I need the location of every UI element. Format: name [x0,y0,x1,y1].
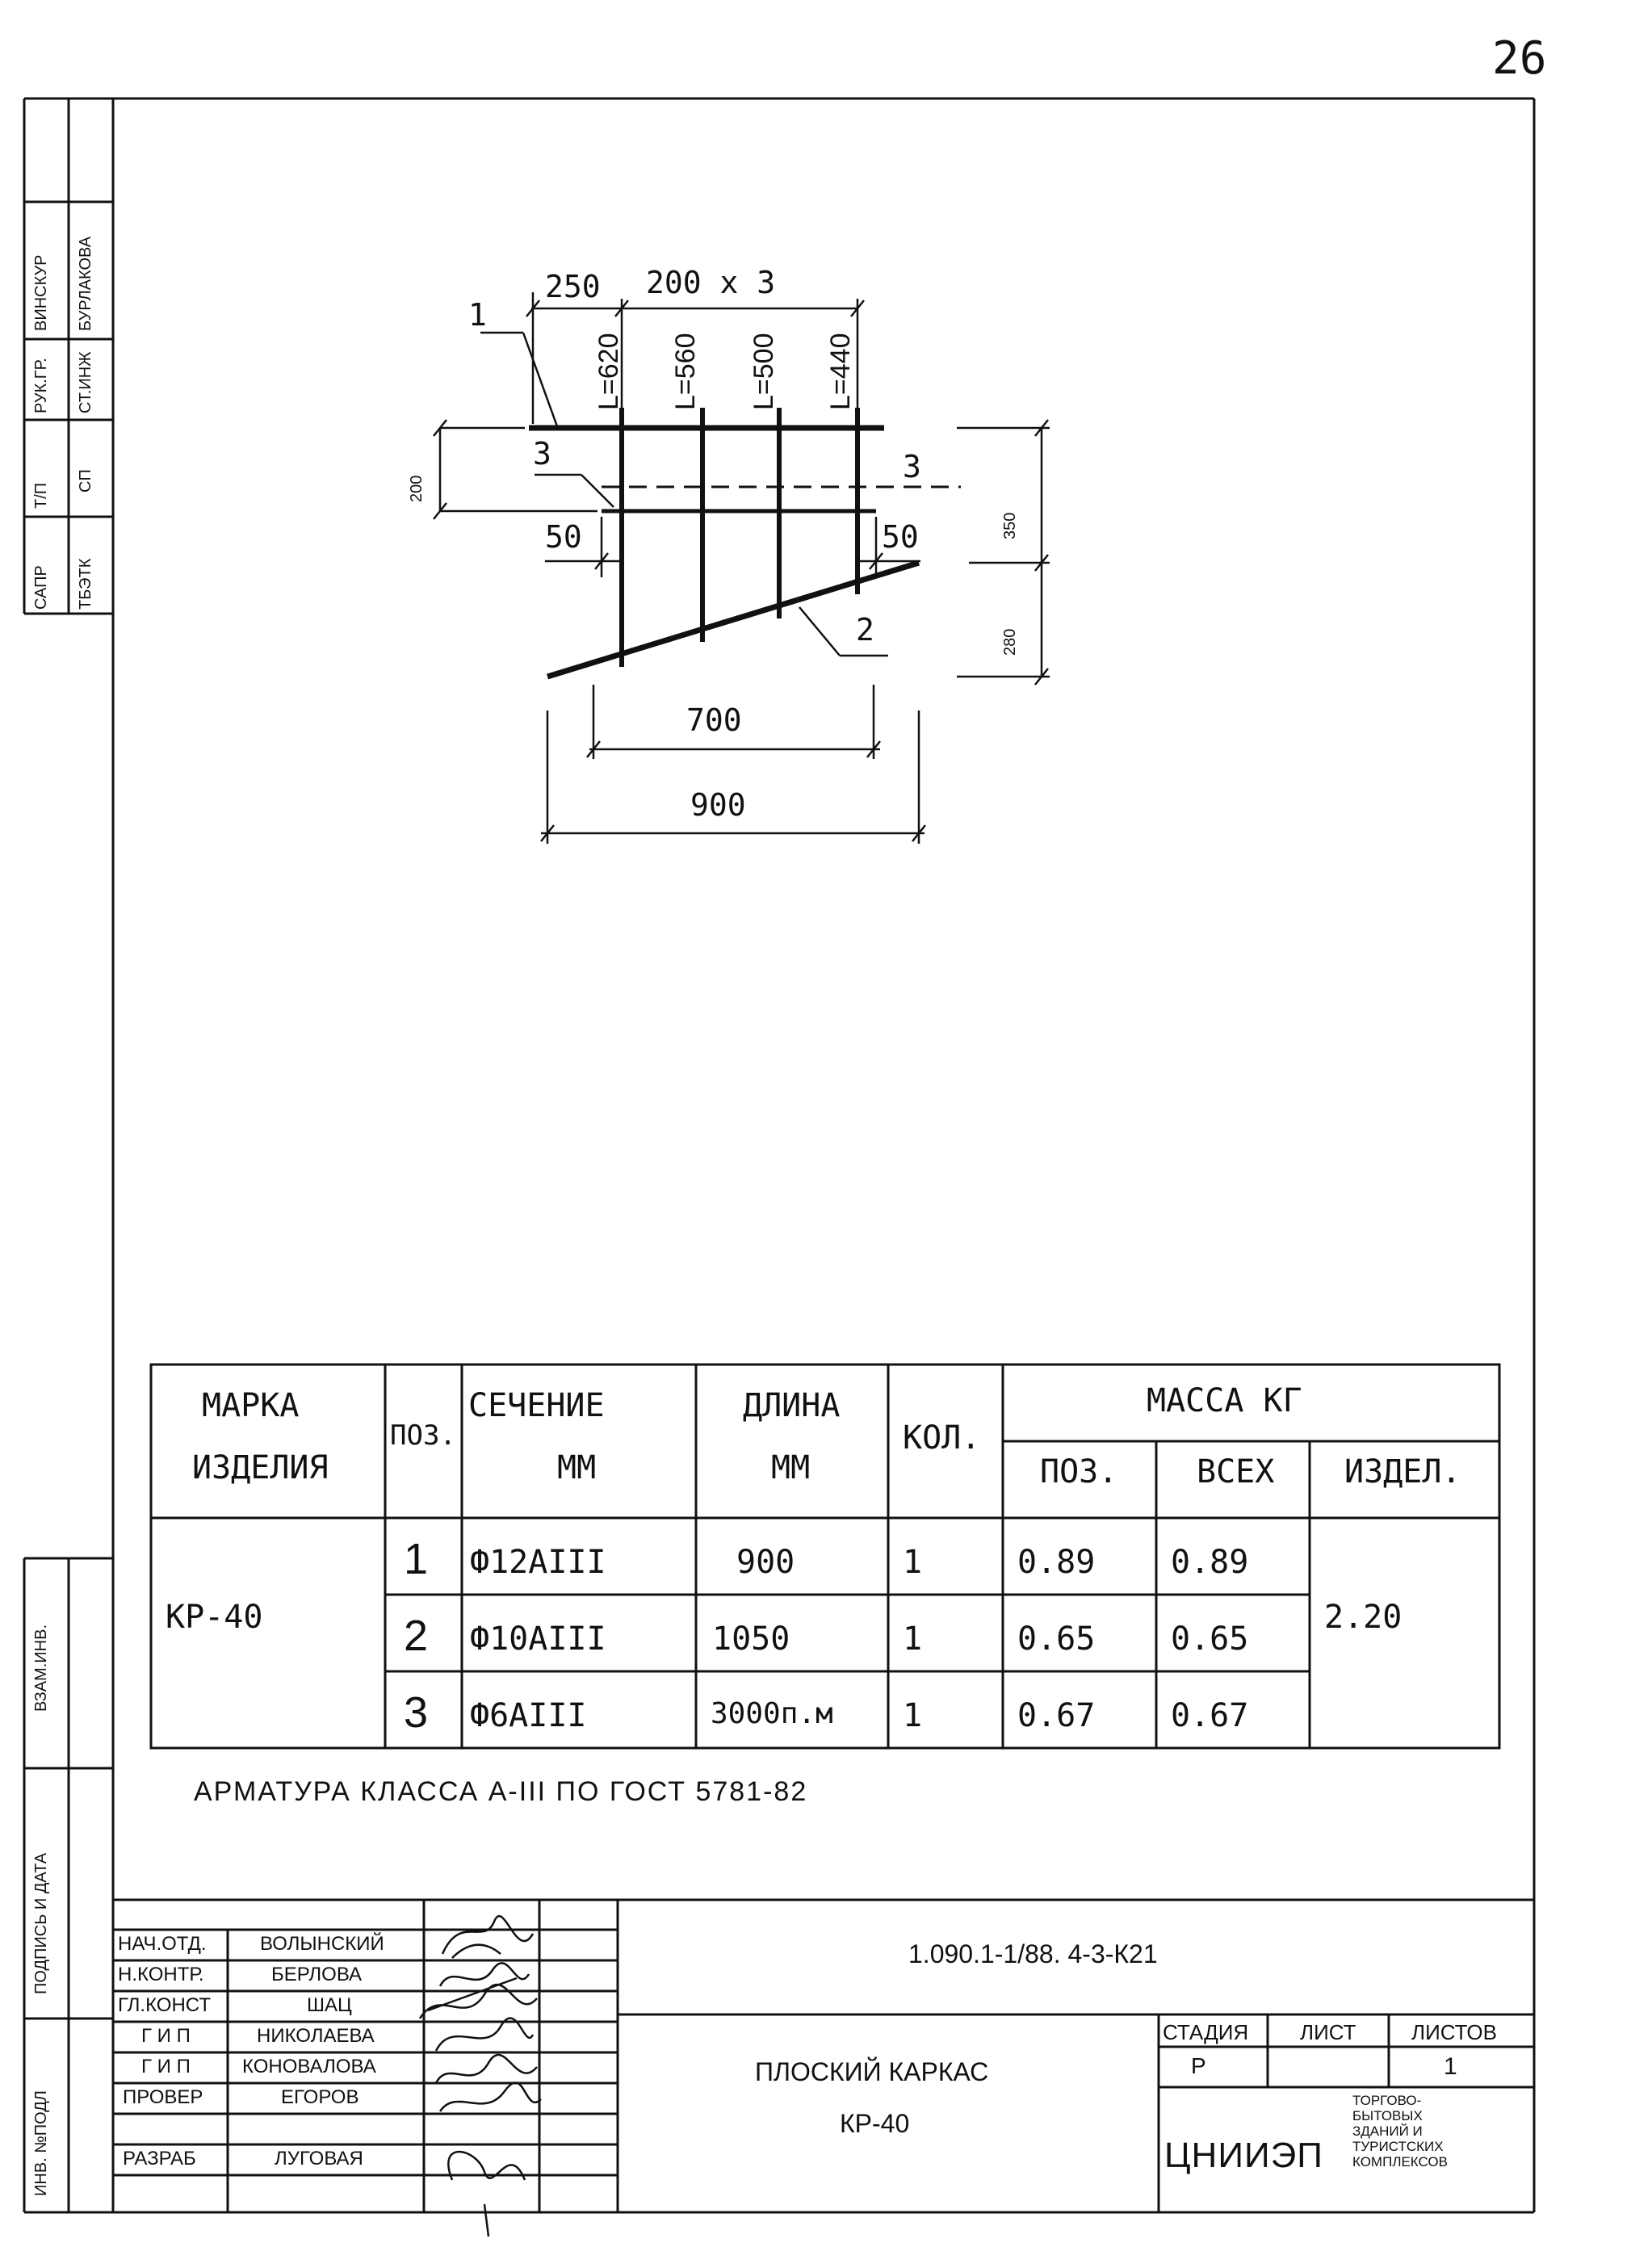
row2-section: Ф10АIII [470,1620,606,1658]
pos-label-3-right: 3 [903,449,921,484]
tb-role-1: НАЧ.ОТД. [118,1933,207,1955]
tb-role-7: РАЗРАБ [123,2148,196,2169]
row1-pos: 1 [404,1535,429,1583]
pos-label-3-left: 3 [533,436,551,472]
hdr-mark-1: МАРКА [202,1387,300,1424]
hdr-length-1: ДЛИНА [743,1387,841,1424]
tb-role-6: ПРОВЕР [123,2086,203,2108]
tb-role-5: Г И П [141,2056,191,2077]
tb-name-7: ЛУГОВАЯ [275,2148,363,2169]
pos-label-1: 1 [468,297,487,333]
pos-label-2: 2 [856,612,874,648]
tb-name-2: БЕРЛОВА [271,1964,363,1985]
side-name-tbetk: ТБЭТК [77,558,94,610]
doc-code: 1.090.1-1/88. 4-3-К21 [908,1939,1158,1968]
tb-role-2: Н.КОНТР. [118,1964,204,1985]
dim-50-left: 50 [545,519,582,555]
side-role-vinskur: ВИНСКУР [32,254,50,331]
hdr-qty: КОЛ. [903,1419,981,1457]
hdr-mass: МАССА КГ [1147,1382,1302,1419]
dim-280: 280 [1001,628,1019,656]
row3-section: Ф6АIII [470,1697,587,1734]
hdr-mass-pos: ПОЗ. [1040,1453,1118,1490]
drawing-title: ПЛОСКИЙ КАРКАС [755,2057,989,2086]
tb-role-3: ГЛ.КОНСТ [118,1994,211,2016]
hdr-section-1: СЕЧЕНИЕ [468,1387,605,1424]
tb-name-4: НИКОЛАЕВА [257,2025,375,2047]
side-role-ruk-gr: РУК.ГР. [32,358,50,413]
bar-length-500: L=500 [748,333,779,411]
org-desc-line-1: ТОРГОВО- [1352,2093,1422,2108]
dim-700: 700 [686,702,742,738]
sheet-number: 26 [1492,32,1547,85]
hdr-mass-all: ВСЕХ [1197,1453,1275,1490]
stage-value: Р [1191,2053,1206,2078]
sheets-label: ЛИСТОВ [1411,2020,1497,2044]
dim-200x3: 200 x 3 [646,265,776,300]
tb-name-5: КОНОВАЛОВА [242,2056,376,2077]
cell-total-mass: 2.20 [1324,1599,1402,1636]
tb-name-1: ВОЛЫНСКИЙ [260,1933,384,1955]
org-desc-line-3: ЗДАНИЙ И [1352,2123,1423,2139]
sheet-label: ЛИСТ [1300,2020,1356,2044]
side-role-tp: Т/П [32,482,50,509]
row1-qty: 1 [903,1544,923,1581]
signatures [418,1914,542,2237]
tb-name-6: ЕГОРОВ [281,2086,359,2108]
bar-length-440: L=440 [825,333,856,411]
hdr-length-2: ММ [771,1449,811,1486]
side-label-podpis: ПОДПИСЬ И ДАТА [32,1852,50,1994]
row2-mass-pos: 0.65 [1017,1620,1096,1658]
row1-section: Ф12АIII [470,1544,606,1581]
sheet-value: 1 [1444,2053,1457,2080]
drawing-title-mark: КР-40 [840,2109,910,2138]
side-label-inv-podl: ИНВ. №ПОДЛ [32,2090,50,2196]
org-desc-line-2: БЫТОВЫХ [1352,2108,1423,2123]
row2-pos: 2 [404,1612,429,1660]
stage-label: СТАДИЯ [1163,2020,1249,2044]
row1-mass-pos: 0.89 [1017,1544,1096,1581]
org-name: ЦНИИЭП [1164,2136,1323,2175]
side-role-sapr: САПР [32,565,50,610]
dim-900: 900 [690,787,746,823]
tb-role-4: Г И П [141,2025,191,2047]
row3-mass-all: 0.67 [1171,1697,1249,1734]
cell-mark: КР-40 [166,1599,263,1636]
row1-length: 900 [736,1544,795,1581]
row3-pos: 3 [404,1688,429,1737]
dim-200-left: 200 [408,475,426,502]
hdr-mass-item: ИЗДЕЛ. [1344,1453,1461,1490]
org-desc-line-4: ТУРИСТСКИХ [1352,2139,1444,2154]
dim-50-right: 50 [882,519,919,555]
reinforcement-note: АРМАТУРА КЛАССА А-III ПО ГОСТ 5781-82 [194,1776,808,1807]
row3-length: 3000п.м [711,1697,833,1730]
row3-qty: 1 [903,1697,923,1734]
side-name-burlakova: БУРЛАКОВА [77,236,94,331]
org-desc-line-5: КОМПЛЕКСОВ [1352,2154,1448,2169]
hdr-mark-2: ИЗДЕЛИЯ [192,1449,329,1486]
tb-name-3: ШАЦ [307,1994,352,2016]
hdr-pos: ПОЗ. [390,1419,456,1452]
dim-350: 350 [1001,512,1019,539]
row2-qty: 1 [903,1620,923,1658]
row1-mass-all: 0.89 [1171,1544,1249,1581]
row3-mass-pos: 0.67 [1017,1697,1096,1734]
row2-length: 1050 [712,1620,790,1658]
side-name-st-inzh: СТ.ИНЖ [77,351,94,413]
dim-250: 250 [545,269,601,304]
org-description: ТОРГОВО- БЫТОВЫХ ЗДАНИЙ И ТУРИСТСКИХ КОМ… [1352,2093,1448,2169]
side-name-sp: СП [77,469,94,493]
hdr-section-2: ММ [557,1449,597,1486]
bar-length-560: L=560 [670,333,701,411]
row2-mass-all: 0.65 [1171,1620,1249,1658]
side-label-vzam-inv: ВЗАМ.ИНВ. [32,1624,50,1712]
bar-length-620: L=620 [593,333,624,411]
